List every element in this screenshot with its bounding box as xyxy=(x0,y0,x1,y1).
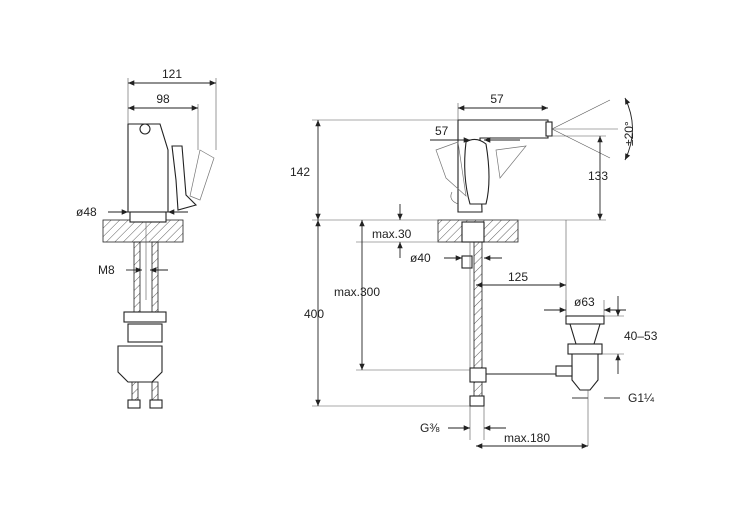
side-bracket xyxy=(117,345,163,383)
side-connector-right xyxy=(149,399,163,409)
front-shank xyxy=(461,221,485,243)
side-handle-ghost xyxy=(189,149,215,201)
front-nut xyxy=(461,255,473,269)
dim-max-300: max.300 xyxy=(334,285,380,299)
dim-diameter-48: ø48 xyxy=(76,205,97,219)
side-hose-left xyxy=(133,241,141,313)
waste-outlet xyxy=(571,353,599,391)
waste-body xyxy=(569,323,601,345)
front-handle-ghost-left xyxy=(435,141,467,197)
front-popup-rod xyxy=(450,191,459,205)
dim-40-53: 40–53 xyxy=(624,329,658,343)
side-aerator xyxy=(139,123,151,135)
waste-lever xyxy=(555,365,573,377)
dim-121: 121 xyxy=(162,67,182,81)
dim-98: 98 xyxy=(156,92,170,106)
side-handle xyxy=(171,145,198,211)
side-connector-left xyxy=(127,399,141,409)
side-countertop xyxy=(102,219,184,243)
side-view: 121 98 ø48 M8 xyxy=(76,67,217,409)
dim-angle-20: ±20° xyxy=(622,121,636,146)
dim-g1-1-4: G1¼ xyxy=(628,391,655,405)
dim-m8: M8 xyxy=(98,263,115,277)
front-hose-fitting xyxy=(469,367,487,383)
waste-nut xyxy=(567,343,603,355)
waste-plug xyxy=(565,315,605,325)
dim-133: 133 xyxy=(588,169,608,183)
front-handle xyxy=(464,138,490,205)
dim-g3-8: G⅜ xyxy=(420,421,440,435)
dim-max-30: max.30 xyxy=(372,227,412,241)
dim-400: 400 xyxy=(304,307,324,321)
dim-max-180: max.180 xyxy=(504,431,550,445)
side-hose-end-left xyxy=(131,381,139,403)
front-hose xyxy=(473,241,483,371)
side-nut-plate xyxy=(127,323,163,343)
side-base xyxy=(129,211,167,223)
side-faucet-body xyxy=(127,123,169,213)
side-fixing-nut xyxy=(123,311,167,323)
front-handle-ghost-right xyxy=(495,145,527,179)
side-hose-end-right xyxy=(151,381,159,403)
front-g38-connector xyxy=(469,395,485,407)
dim-57-handle: 57 xyxy=(435,124,449,138)
front-spray-nozzle xyxy=(545,121,553,137)
dim-57-top: 57 xyxy=(490,92,504,106)
dim-125: 125 xyxy=(508,270,528,284)
side-hose-right xyxy=(151,241,159,313)
dim-142: 142 xyxy=(290,165,310,179)
dim-diameter-63: ø63 xyxy=(574,295,595,309)
dim-diameter-40: ø40 xyxy=(410,251,431,265)
front-view: 57 57 ±20° 133 142 max.30 ø40 125 xyxy=(290,92,658,449)
